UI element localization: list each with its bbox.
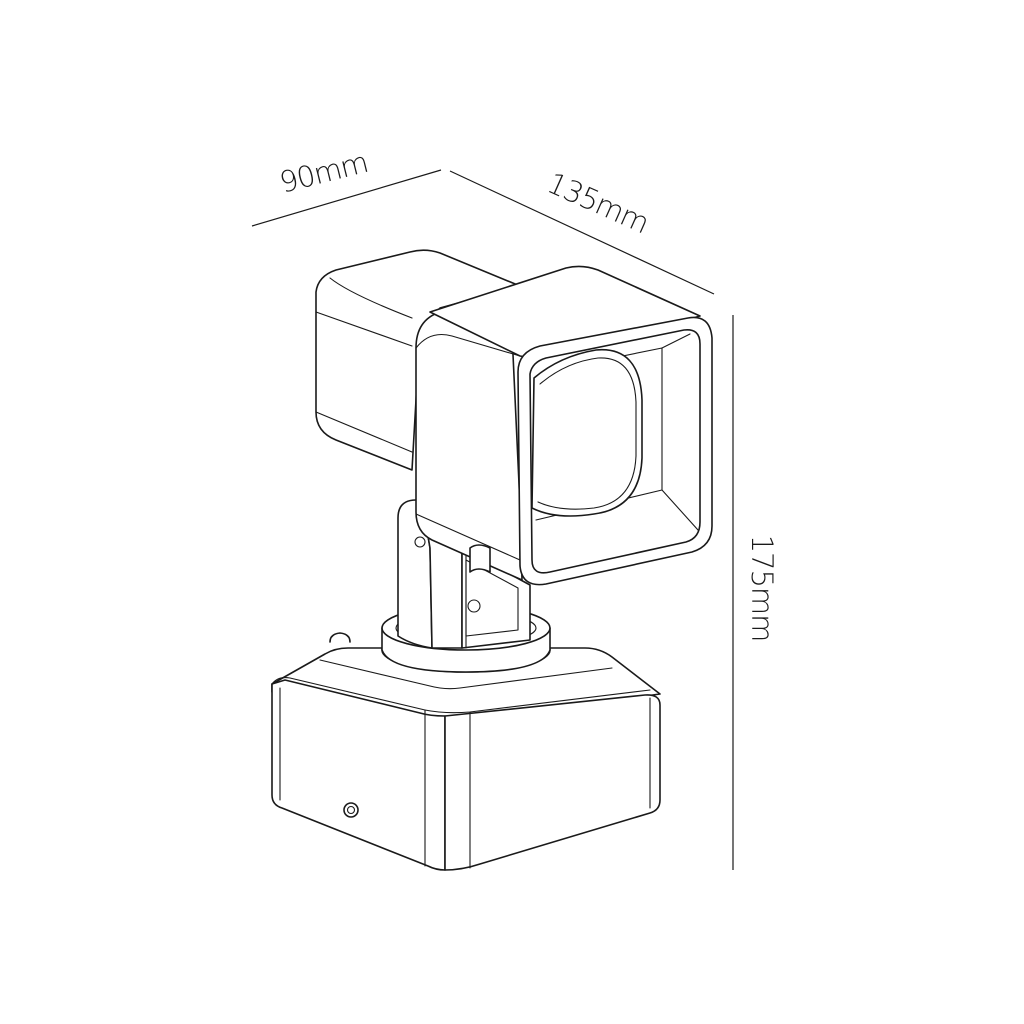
screw-icon xyxy=(343,802,359,818)
rear-housing-seam-top xyxy=(315,311,413,347)
lamp-head-front xyxy=(415,265,713,586)
rear-housing-seam-bottom xyxy=(315,411,413,453)
width-dimension-line xyxy=(449,170,715,295)
front-cube-side-seam xyxy=(415,513,521,561)
base-bevel-left xyxy=(271,677,426,711)
width-label: 135mm xyxy=(542,166,653,241)
head-knuckle xyxy=(469,544,491,573)
mounting-base xyxy=(271,632,661,871)
bezel-recess-bottom xyxy=(661,489,699,531)
depth-label: 90mm xyxy=(276,145,371,200)
height-label: 175mm xyxy=(745,535,779,642)
depth-dimension-line xyxy=(251,169,442,227)
side-knob xyxy=(329,632,351,643)
rear-housing-bevel xyxy=(329,277,413,319)
base-top-inner xyxy=(319,659,613,690)
screw-inner xyxy=(346,805,356,815)
base-left-face xyxy=(271,679,446,871)
arm-bolt xyxy=(467,599,481,613)
front-cube-top-edge xyxy=(415,333,521,357)
lens xyxy=(531,348,643,517)
bezel-recess-corner xyxy=(661,333,691,349)
arm-pivot-icon xyxy=(414,536,426,548)
dimension-lines xyxy=(251,169,734,870)
base-right-face xyxy=(444,694,661,871)
lens-inner-ring xyxy=(537,357,637,510)
